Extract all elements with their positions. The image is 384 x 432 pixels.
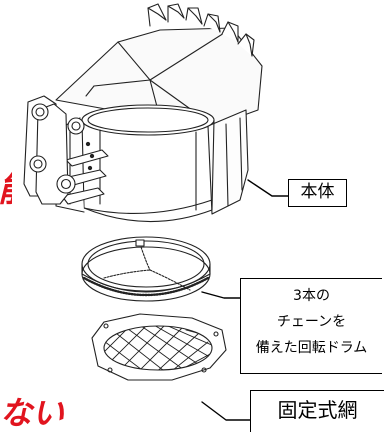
label-drum-line1: 3本の [293,288,330,304]
leader-drum [201,291,241,299]
bucket-body [23,3,263,223]
label-body: 本体 [288,179,347,207]
fixed-net [91,313,227,381]
red-text-fragment-left: 能 [0,163,12,217]
label-fixed-net: 固定式網 [250,390,384,432]
leader-body [247,179,289,197]
red-text-fragment-bottom: ない [0,395,65,432]
label-drum-line3: 備えた回転ドラム [255,340,368,356]
rotating-drum [81,236,211,302]
leader-net [201,401,251,421]
label-drum-line2: チェーンを [276,314,347,330]
label-rotating-drum: 3本の チェーンを 備えた回転ドラム [240,278,382,374]
